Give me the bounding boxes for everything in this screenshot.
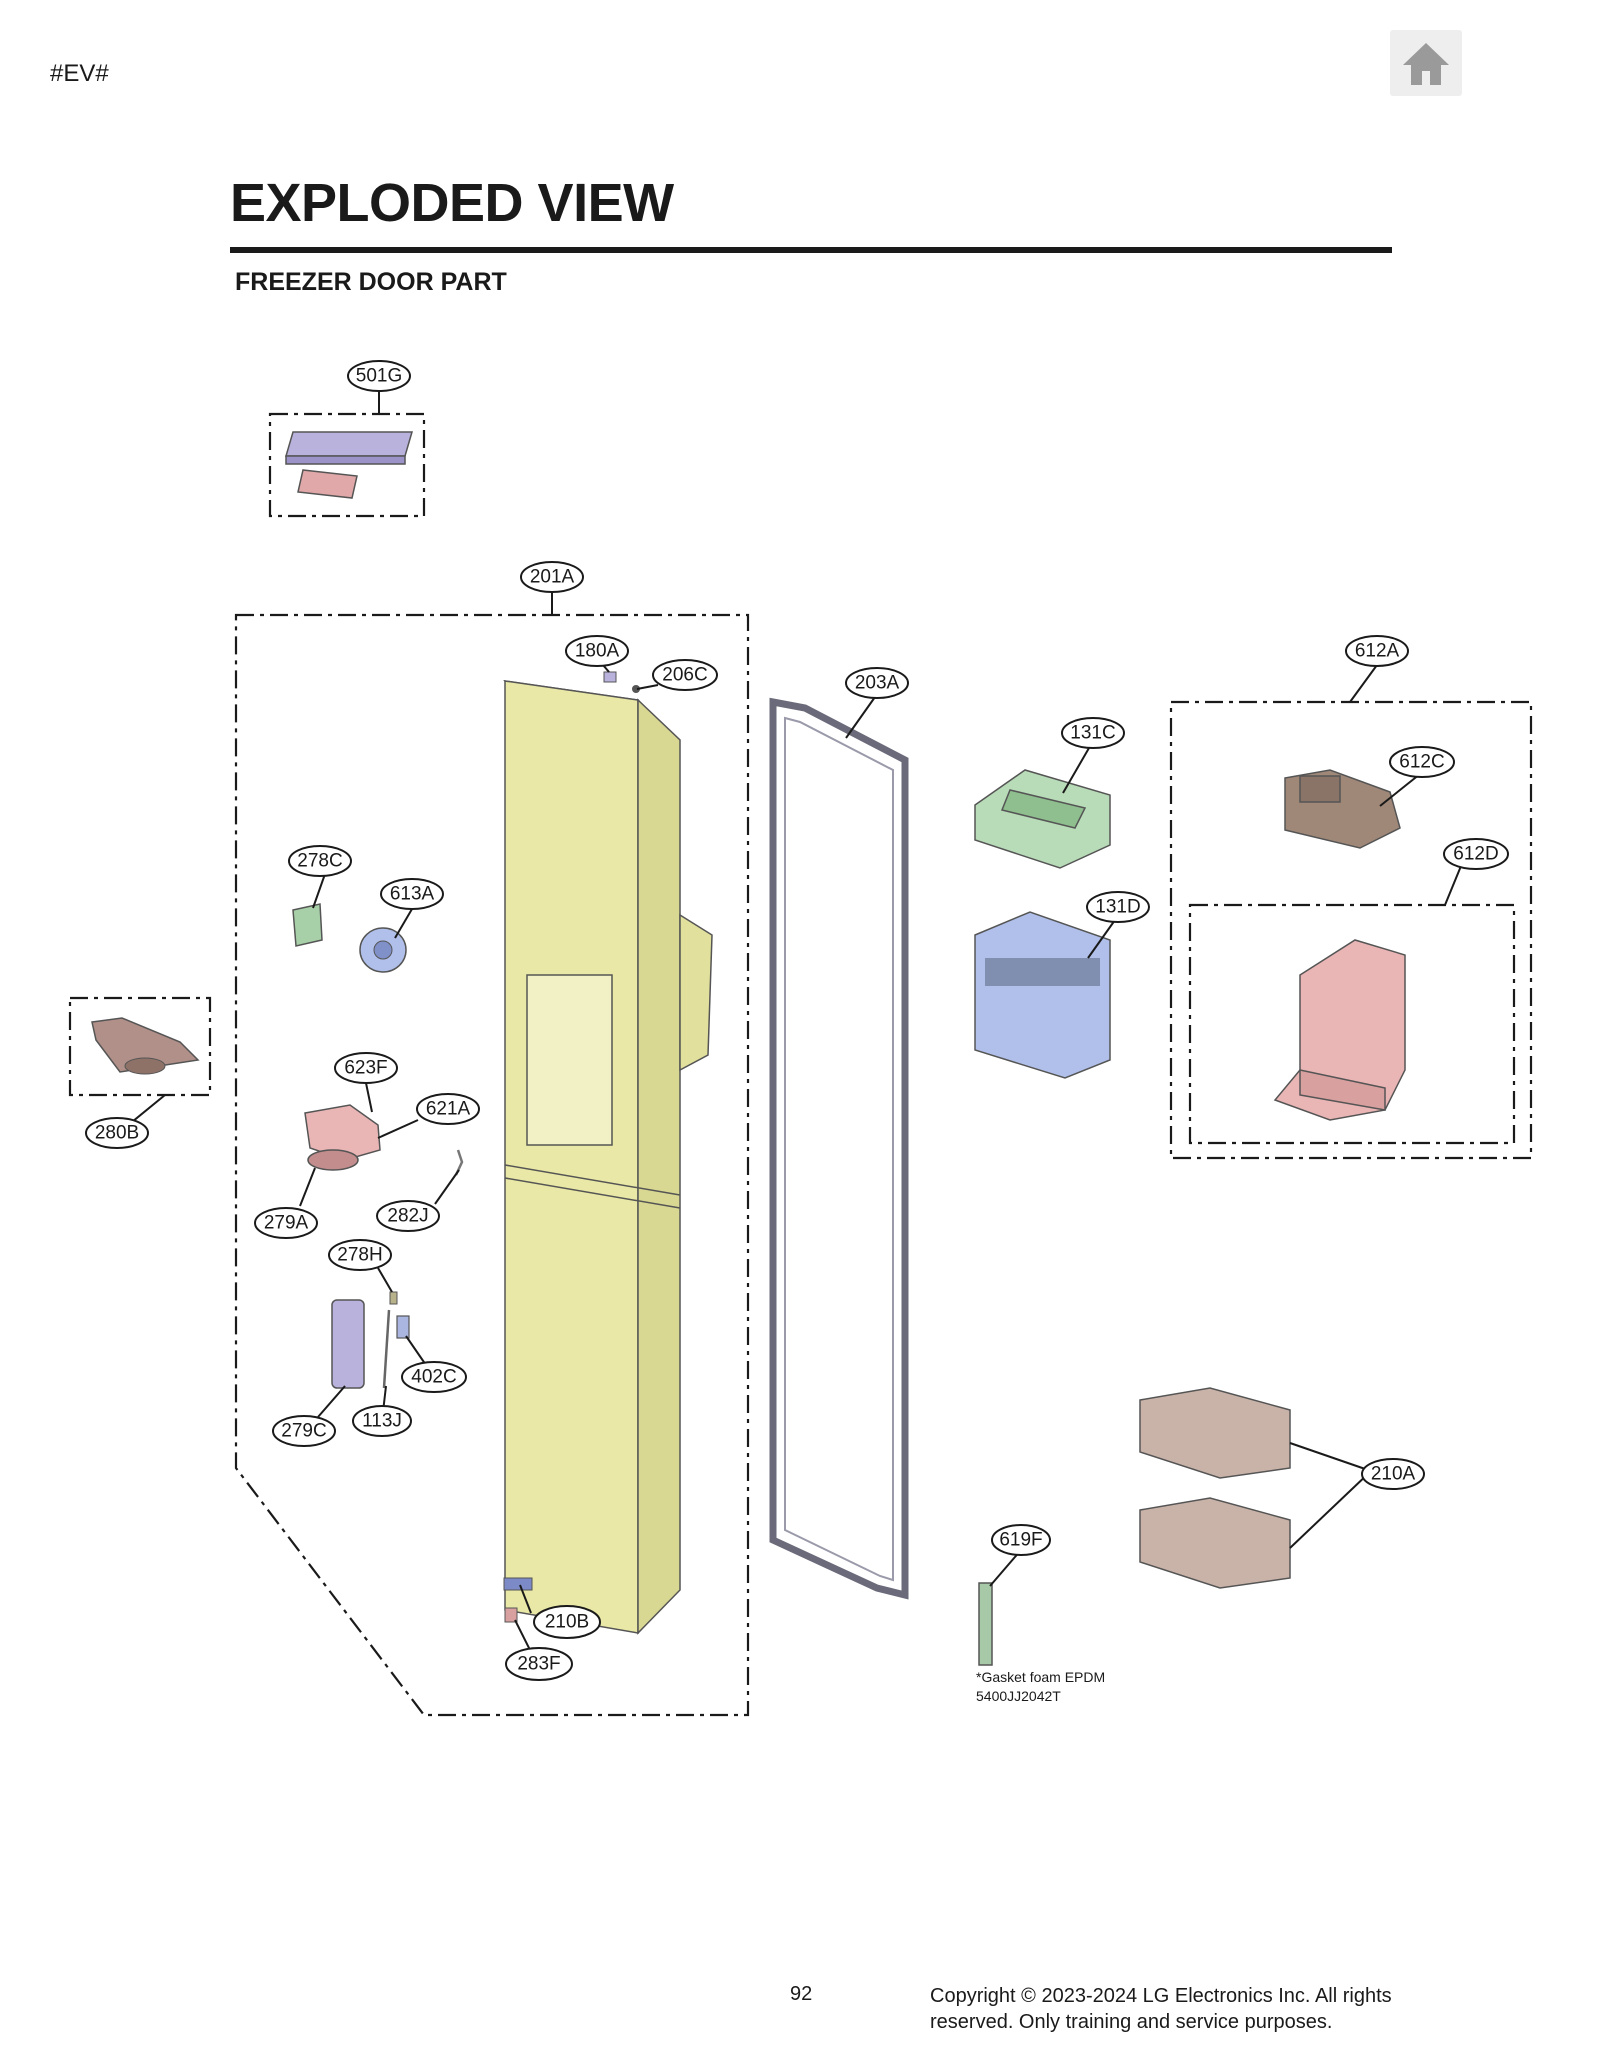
part-501G-cap (285, 431, 413, 499)
page-tag: #EV# (50, 60, 109, 87)
part-278C (292, 903, 323, 947)
callout-label: 131D (1095, 897, 1140, 918)
callout-label: 278H (337, 1245, 382, 1266)
callout-label: 113J (362, 1411, 402, 1432)
callout-label: 131C (1070, 723, 1115, 744)
callout-label: 623F (344, 1058, 387, 1079)
callout-label: 619F (999, 1530, 1042, 1551)
callout-label: 278C (297, 851, 342, 872)
callout-label: 180A (575, 641, 620, 662)
callout-621A: 621A (416, 1093, 480, 1125)
note-line-1: *Gasket foam EPDM (976, 1669, 1106, 1685)
callout-label: 612C (1399, 752, 1444, 773)
callout-label: 402C (411, 1367, 456, 1388)
part-131C (974, 769, 1111, 869)
callout-113J: 113J (352, 1405, 412, 1437)
page-title: EXPLODED VIEW (230, 173, 674, 233)
part-113J (382, 1309, 391, 1389)
callout-label: 613A (390, 884, 435, 905)
callout-label: 612D (1453, 844, 1498, 865)
part-612D (1273, 939, 1406, 1121)
group-280B (68, 996, 212, 1097)
copyright-notice: Copyright © 2023-2024 LG Electronics Inc… (930, 1985, 1392, 2033)
part-279C (331, 1299, 365, 1389)
callout-label: 501G (356, 366, 402, 387)
callout-label: 201A (530, 567, 575, 588)
callout-label: 612A (1355, 641, 1400, 662)
title-divider (230, 247, 1392, 253)
callout-label: 203A (855, 673, 900, 694)
callout-612C: 612C (1389, 746, 1455, 778)
callout-501G: 501G (347, 360, 411, 392)
home-icon (1403, 43, 1449, 85)
part-623F-279A (304, 1104, 381, 1171)
callout-280B: 280B (85, 1117, 149, 1149)
callout-623F: 623F (334, 1052, 398, 1084)
part-619F (978, 1582, 993, 1666)
part-613A (359, 927, 407, 973)
callout-label: 280B (95, 1123, 139, 1144)
callout-402C: 402C (401, 1361, 467, 1393)
part-201A-door (503, 679, 713, 1635)
section-subtitle: FREEZER DOOR PART (235, 268, 507, 296)
part-131D (974, 911, 1111, 1079)
callout-label: 210A (1371, 1464, 1416, 1485)
callout-282J: 282J (376, 1200, 440, 1232)
callout-612A: 612A (1345, 635, 1409, 667)
home-button[interactable] (1390, 30, 1462, 96)
callout-131C: 131C (1061, 717, 1125, 749)
callout-label: 283F (517, 1654, 560, 1675)
part-402C (396, 1315, 410, 1339)
group-612D (1188, 903, 1516, 1145)
part-283F (504, 1607, 518, 1623)
callout-279C: 279C (272, 1415, 336, 1447)
callout-612D: 612D (1443, 838, 1509, 870)
callout-210B: 210B (533, 1605, 601, 1639)
callout-210A: 210A (1361, 1458, 1425, 1490)
callout-label: 282J (387, 1206, 428, 1227)
callout-180A: 180A (565, 635, 629, 667)
callout-203A: 203A (845, 667, 909, 699)
callout-278H: 278H (328, 1239, 392, 1271)
callout-label: 621A (426, 1099, 471, 1120)
callout-283F: 283F (505, 1647, 573, 1681)
group-201A (234, 613, 750, 1717)
note-line-2: 5400JJ2042T (976, 1688, 1061, 1704)
part-203A-gasket (769, 697, 909, 1600)
callout-613A: 613A (380, 878, 444, 910)
callout-label: 279C (281, 1421, 326, 1442)
part-612C (1284, 769, 1401, 849)
callout-278C: 278C (288, 845, 352, 877)
part-210B (503, 1577, 533, 1591)
callout-131D: 131D (1086, 891, 1150, 923)
part-206C (632, 685, 640, 693)
part-180A (603, 671, 617, 683)
callout-206C: 206C (652, 659, 718, 691)
part-210A-bins (1139, 1387, 1291, 1589)
part-280B (91, 1017, 200, 1075)
group-501G (268, 412, 426, 518)
callout-label: 210B (545, 1612, 589, 1633)
callout-201A: 201A (520, 561, 584, 593)
callout-label: 206C (662, 665, 707, 686)
callout-619F: 619F (991, 1524, 1051, 1556)
callout-279A: 279A (254, 1207, 318, 1239)
callout-label: 279A (264, 1213, 309, 1234)
gasket-foam-note: *Gasket foam EPDM 5400JJ2042T (976, 1668, 1105, 1706)
page-number: 92 (790, 1983, 813, 2005)
part-278H (389, 1291, 398, 1305)
